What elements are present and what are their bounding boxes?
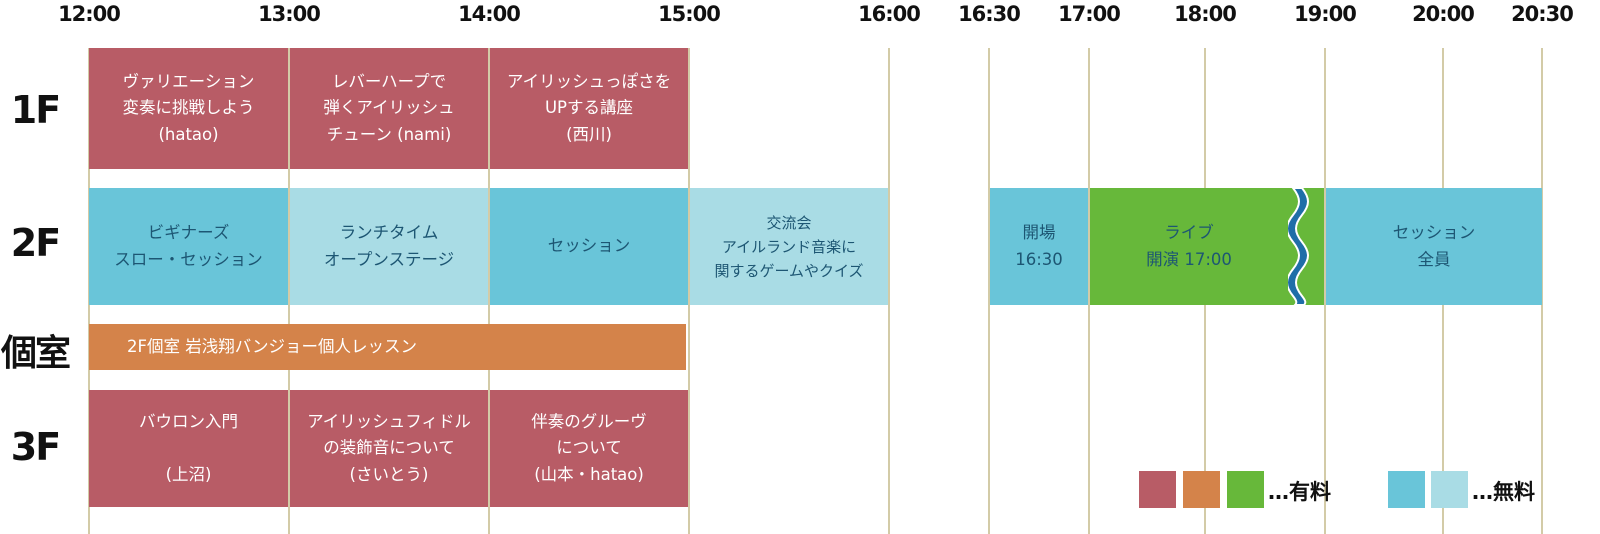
grid-line-1630 — [988, 48, 990, 534]
time-label-1800: 18:00 — [1174, 2, 1237, 26]
floor-label-1f: 1F — [10, 88, 61, 132]
event-live-concert[interactable]: ライブ 開演 17:00 — [1090, 188, 1324, 305]
grid-line-1900 — [1324, 48, 1326, 534]
legend-free-label: …無料 — [1472, 480, 1535, 504]
event-session-everyone-label: セッション 全員 — [1392, 223, 1476, 269]
time-label-2030: 20:30 — [1511, 2, 1574, 26]
event-banjo-private-lesson-label: 2F個室 岩浅翔バンジョー個人レッスン — [127, 336, 418, 356]
floor-label-3f: 3F — [10, 425, 61, 469]
event-session-label: セッション — [547, 236, 631, 256]
legend-free-blue-swatch — [1388, 471, 1425, 508]
legend-paid-orange-swatch — [1183, 471, 1220, 508]
event-variation-workshop[interactable]: ヴァリエーション 変奏に挑戦しよう (hatao) — [89, 48, 288, 169]
grid-line-1300 — [288, 48, 290, 534]
event-irish-feel-lecture[interactable]: アイリッシュっぽさを UPする講座 (西川) — [490, 48, 688, 169]
event-beginners-slow-session[interactable]: ビギナーズ スロー・セッション — [89, 188, 288, 305]
event-accompaniment-groove[interactable]: 伴奏のグルーヴ について (山本・hatao) — [490, 390, 688, 507]
time-label-1700: 17:00 — [1058, 2, 1121, 26]
grid-line-1600 — [888, 48, 890, 534]
legend-paid-label: …有料 — [1268, 480, 1331, 504]
event-bodhran-intro[interactable]: バウロン入門 (上沼) — [89, 390, 288, 507]
time-label-1300: 13:00 — [258, 2, 321, 26]
event-accompaniment-groove-label: 伴奏のグルーヴ について (山本・hatao) — [531, 411, 647, 484]
time-break-wave-icon — [1288, 188, 1309, 305]
event-social-quiz-label: 交流会 アイルランド音楽に 関するゲームやクイズ — [714, 213, 864, 280]
event-lever-harp-workshop-label: レバーハープで 弾くアイリッシュ チューン (nami) — [323, 71, 455, 144]
legend-free-light-swatch — [1431, 471, 1468, 508]
time-label-1900: 19:00 — [1294, 2, 1357, 26]
time-label-1600: 16:00 — [858, 2, 921, 26]
time-label-1500: 15:00 — [658, 2, 721, 26]
event-lunchtime-open-stage[interactable]: ランチタイム オープンステージ — [290, 188, 488, 305]
grid-line-2030 — [1541, 48, 1543, 534]
event-lever-harp-workshop[interactable]: レバーハープで 弾くアイリッシュ チューン (nami) — [290, 48, 488, 169]
event-live-concert-label: ライブ 開演 17:00 — [1146, 223, 1232, 269]
event-session[interactable]: セッション — [490, 188, 688, 305]
event-bodhran-intro-label: バウロン入門 (上沼) — [139, 411, 238, 484]
time-label-2000: 20:00 — [1412, 2, 1475, 26]
event-fiddle-ornaments[interactable]: アイリッシュフィドル の装飾音について (さいとう) — [290, 390, 488, 507]
grid-line-1500 — [688, 48, 690, 534]
time-label-1630: 16:30 — [958, 2, 1021, 26]
event-variation-workshop-label: ヴァリエーション 変奏に挑戦しよう (hatao) — [122, 71, 255, 144]
time-label-1200: 12:00 — [58, 2, 121, 26]
time-label-1400: 14:00 — [458, 2, 521, 26]
event-doors-open[interactable]: 開場 16:30 — [990, 188, 1088, 305]
floor-label-private-room: 個室 — [0, 333, 71, 374]
event-irish-feel-lecture-label: アイリッシュっぽさを UPする講座 (西川) — [506, 71, 672, 144]
legend-paid-red-swatch — [1139, 471, 1176, 508]
legend-paid-green-swatch — [1227, 471, 1264, 508]
grid-line-1400 — [488, 48, 490, 534]
grid-line-1700 — [1088, 48, 1090, 534]
event-session-everyone[interactable]: セッション 全員 — [1326, 188, 1542, 305]
event-lunchtime-open-stage-label: ランチタイム オープンステージ — [323, 223, 455, 269]
floor-label-2f: 2F — [10, 221, 61, 265]
event-doors-open-label: 開場 16:30 — [1015, 223, 1063, 269]
event-fiddle-ornaments-label: アイリッシュフィドル の装飾音について (さいとう) — [307, 411, 471, 484]
event-beginners-slow-session-label: ビギナーズ スロー・セッション — [114, 223, 263, 269]
event-social-quiz[interactable]: 交流会 アイルランド音楽に 関するゲームやクイズ — [690, 188, 888, 305]
event-banjo-private-lesson[interactable]: 2F個室 岩浅翔バンジョー個人レッスン — [89, 324, 686, 370]
